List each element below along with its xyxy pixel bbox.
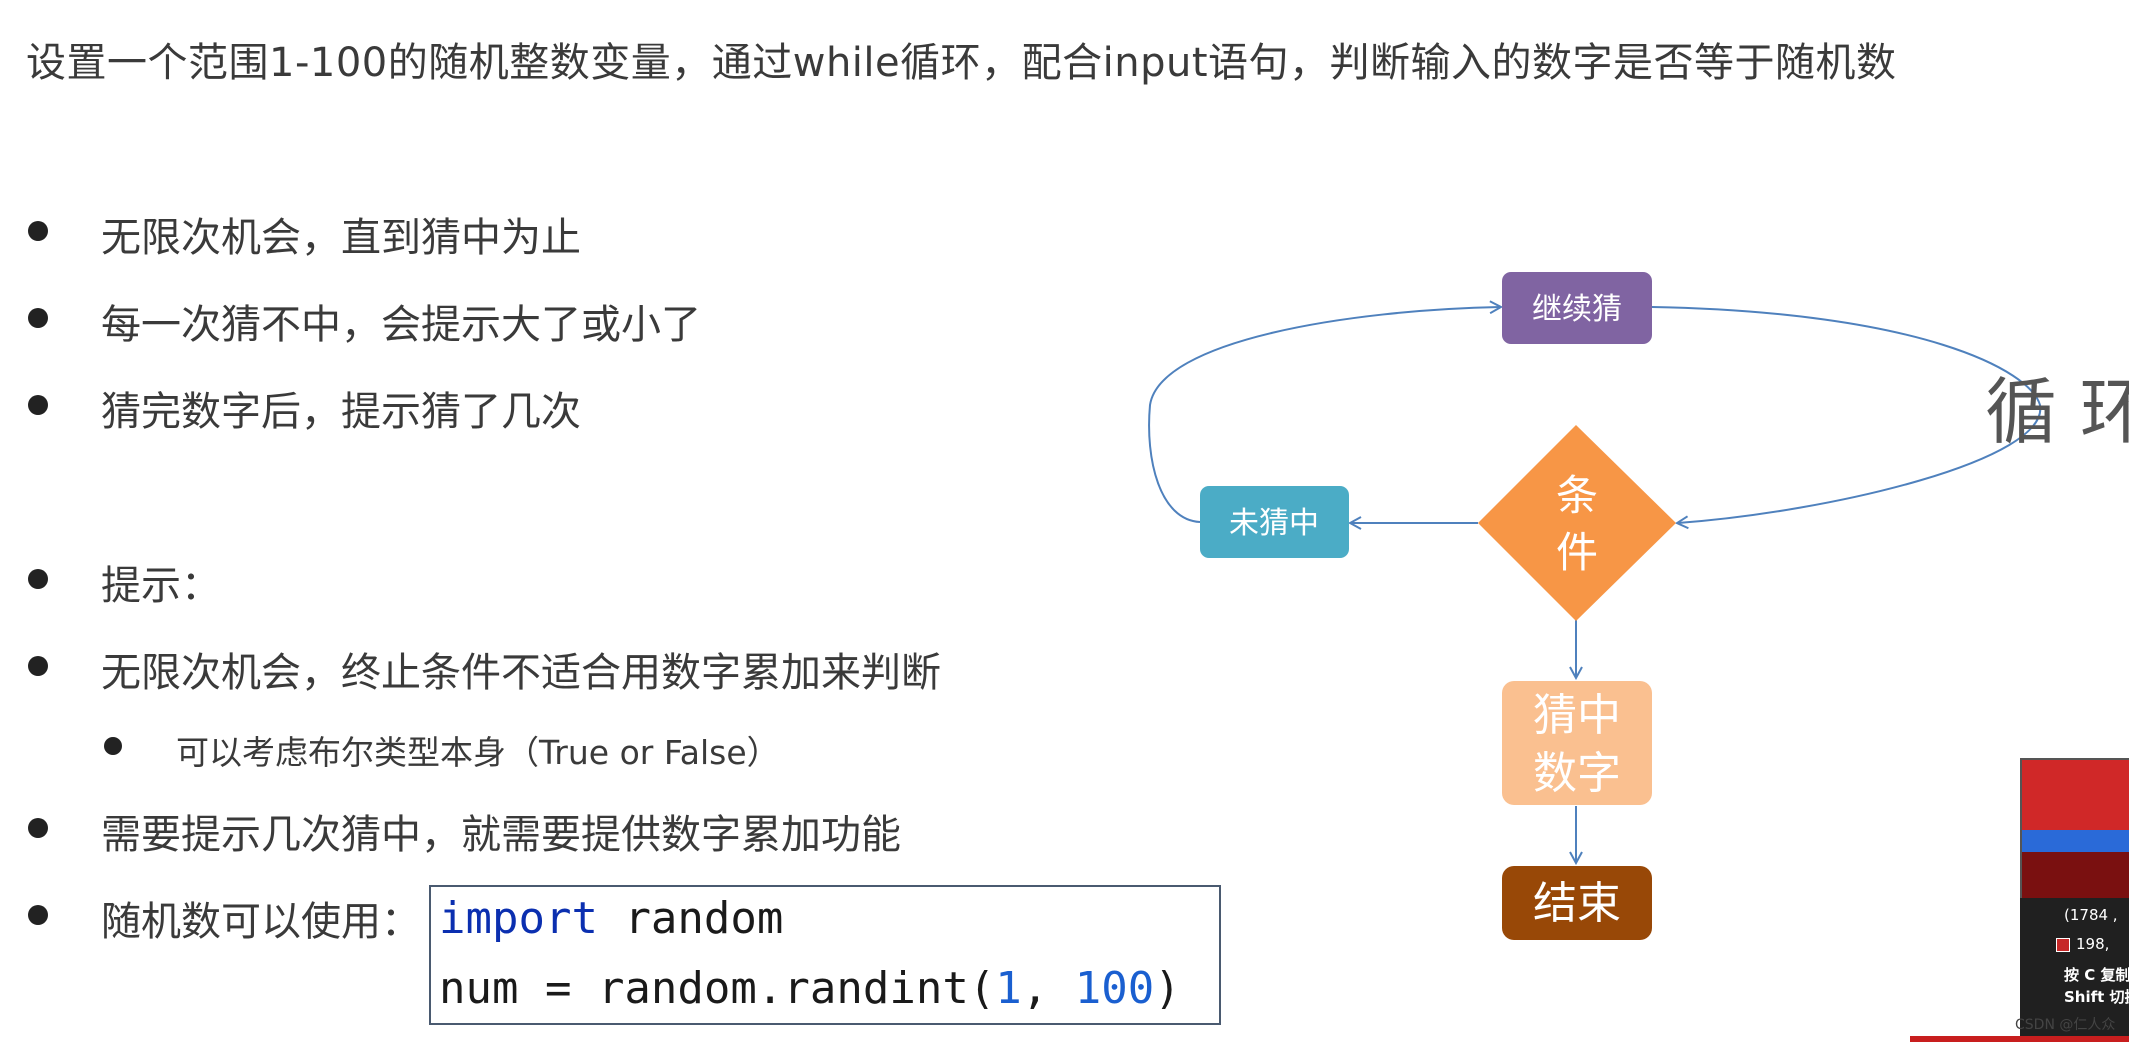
code-text: ) (1154, 963, 1181, 1014)
end-box (1502, 866, 1652, 940)
loop-arrow (1651, 306, 2042, 523)
bullet-dot (28, 656, 48, 676)
sub-bullet-item: 可以考虑布尔类型本身（True or False） (176, 733, 780, 772)
bullet-item: 无限次机会，直到猜中为止 (101, 215, 581, 261)
video-thumbnail (2020, 758, 2129, 902)
pixel-coords: (1784 , (2064, 906, 2118, 924)
bullet-dot (28, 221, 48, 241)
code-number: 1 (995, 963, 1022, 1014)
hit-label: 猜中 (1533, 690, 1621, 741)
code-keyword: import (439, 893, 598, 944)
bullet-dot (28, 395, 48, 415)
csdn-watermark: CSDN @仁人众 (2015, 1017, 2116, 1033)
bullet-item: 每一次猜不中，会提示大了或小了 (101, 302, 701, 348)
bullet-item: 随机数可以使用： (101, 899, 421, 945)
bullet-dot (28, 818, 48, 838)
bullet-item: 猜完数字后，提示猜了几次 (101, 389, 581, 435)
miss-box (1200, 486, 1349, 558)
code-snippet: import random num = random.randint(1, 10… (429, 885, 1221, 1025)
condition-diamond (1478, 425, 1676, 621)
continue-guess-box (1502, 272, 1652, 344)
page-title: 设置一个范围1-100的随机整数变量，通过while循环，配合input语句，判… (26, 40, 1897, 86)
bullet-item: 无限次机会，终止条件不适合用数字累加来判断 (101, 650, 941, 696)
pixel-color-swatch (2056, 938, 2070, 952)
hit-box (1502, 681, 1652, 805)
miss-label: 未猜中 (1229, 506, 1319, 541)
sub-bullet-dot (104, 737, 122, 755)
thumbnail-dark (2022, 852, 2129, 900)
bullet-item: 提示： (101, 563, 221, 609)
code-line-import: import random (439, 893, 783, 944)
code-line-randint: num = random.randint(1, 100) (439, 963, 1181, 1014)
end-label: 结束 (1533, 878, 1621, 929)
retry-arrow (1148, 307, 1500, 523)
bullet-dot (28, 569, 48, 589)
condition-label: 件 (1556, 528, 1598, 577)
code-text: , (1021, 963, 1075, 1014)
thumbnail-band (2022, 830, 2129, 852)
shift-hint: Shift 切换 (2064, 988, 2129, 1006)
code-text: num = random.randint( (439, 963, 996, 1014)
code-text: random (597, 893, 784, 944)
bullet-dot (28, 905, 48, 925)
continue-guess-label: 继续猜 (1532, 292, 1622, 327)
color-picker-overlay: (1784 , 198, 按 C 复制 Shift 切换 (2020, 898, 2129, 1042)
copy-hint: 按 C 复制 (2064, 966, 2129, 984)
progress-bar (1910, 1036, 2129, 1042)
condition-label: 条 (1556, 471, 1598, 520)
bullet-item: 需要提示几次猜中，就需要提供数字累加功能 (101, 812, 901, 858)
loop-label: 循 环 (1985, 370, 2129, 454)
hit-label: 数字 (1533, 748, 1621, 799)
code-number: 100 (1074, 963, 1155, 1014)
pixel-rgb: 198, (2076, 935, 2110, 953)
bullet-dot (28, 308, 48, 328)
